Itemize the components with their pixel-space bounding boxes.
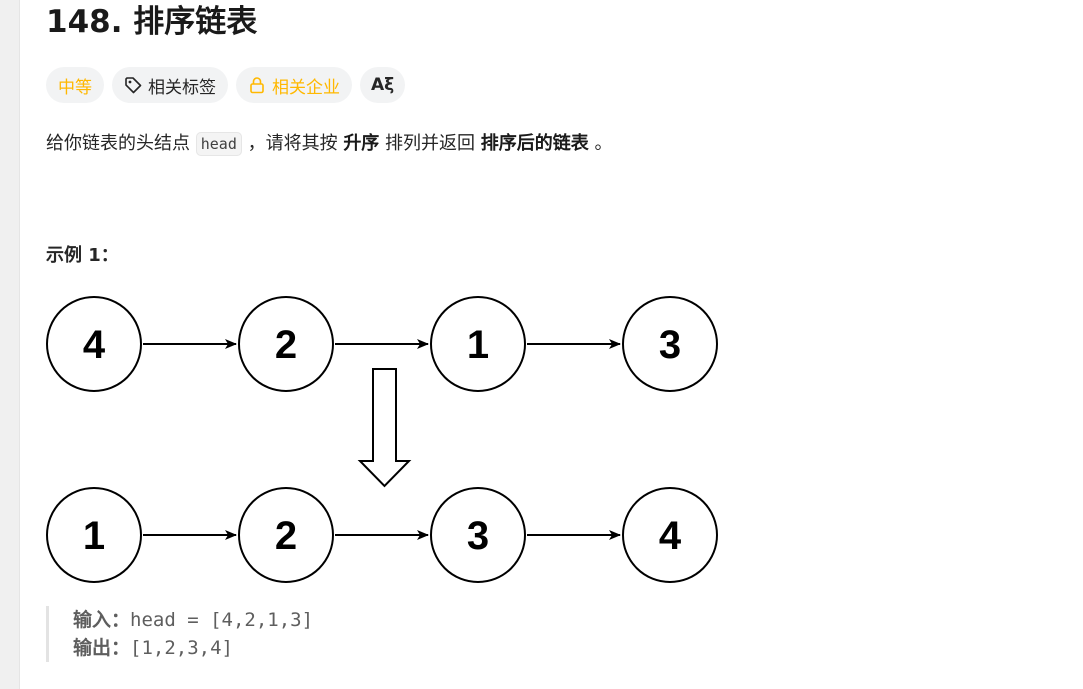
difficulty-label: 中等	[58, 77, 92, 98]
problem-title[interactable]: 148. 排序链表	[46, 4, 258, 40]
top-node-1-value: 4	[83, 323, 106, 367]
statement-text-2: ，请将其按	[241, 133, 344, 154]
inline-code-head: head	[195, 132, 242, 156]
example-heading: 示例 1：	[46, 245, 119, 266]
output-value: [1,2,3,4]	[130, 637, 233, 659]
top-node-3-value: 1	[467, 323, 489, 367]
linked-list-diagram: 4 2 1 3 1 2 3 4	[46, 296, 718, 583]
translate-icon: Aξ	[371, 75, 395, 95]
bottom-row-list: 1 2 3 4	[46, 487, 718, 583]
bottom-node-2	[238, 487, 334, 583]
bottom-node-4-value: 4	[659, 514, 682, 558]
bottom-node-2-value: 2	[275, 514, 297, 558]
statement-bold-ascending: 升序	[343, 133, 380, 154]
top-node-4-value: 3	[659, 323, 681, 367]
lock-icon	[248, 76, 266, 94]
tag-icon	[124, 76, 142, 94]
panel-divider[interactable]	[19, 0, 20, 689]
statement-bold-sorted-list: 排序后的链表	[480, 133, 589, 154]
top-node-2	[238, 296, 334, 392]
transform-down-arrow	[357, 368, 412, 488]
top-row-list: 4 2 1 3	[46, 296, 718, 392]
related-tags-label: 相关标签	[148, 77, 216, 98]
statement-text-1: 给你链表的头结点	[46, 133, 196, 154]
left-panel-edge	[0, 0, 19, 689]
top-node-3	[430, 296, 526, 392]
output-label: 输出：	[73, 637, 131, 659]
example-input-line: 输入：head = [4,2,1,3]	[73, 606, 313, 634]
bottom-node-4	[622, 487, 718, 583]
translate-button[interactable]: Aξ	[360, 67, 406, 103]
related-tags-button[interactable]: 相关标签	[112, 67, 228, 103]
difficulty-badge[interactable]: 中等	[46, 67, 104, 103]
related-companies-button[interactable]: 相关企业	[236, 67, 352, 103]
input-label: 输入：	[73, 609, 131, 631]
top-node-1	[46, 296, 142, 392]
example-io-block: 输入：head = [4,2,1,3] 输出：[1,2,3,4]	[46, 606, 313, 662]
problem-tags: 中等 相关标签 相关企业 Aξ	[46, 67, 406, 103]
problem-statement: 给你链表的头结点 head ，请将其按 升序 排列并返回 排序后的链表 。	[46, 129, 613, 159]
related-companies-label: 相关企业	[272, 77, 340, 98]
input-value: head = [4,2,1,3]	[130, 609, 314, 631]
top-node-2-value: 2	[275, 323, 297, 367]
bottom-node-1-value: 1	[83, 514, 105, 558]
top-node-4	[622, 296, 718, 392]
bottom-node-3-value: 3	[467, 514, 489, 558]
example-output-line: 输出：[1,2,3,4]	[73, 634, 313, 662]
bottom-node-3	[430, 487, 526, 583]
bottom-node-1	[46, 487, 142, 583]
statement-text-4: 。	[588, 133, 613, 154]
statement-text-3: 排列并返回	[379, 133, 481, 154]
